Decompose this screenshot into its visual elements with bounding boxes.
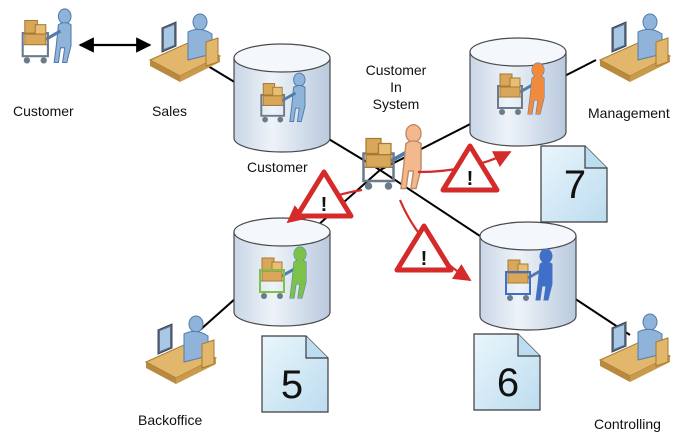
management-workstation-icon (599, 13, 671, 83)
sales-label: Sales (152, 103, 188, 119)
customer-in-system-line1: Customer (365, 62, 427, 78)
controlling-label: Controlling (594, 416, 661, 432)
controlling-document-icon: 6 (473, 333, 541, 411)
shopping-cart-person-icon (21, 7, 73, 66)
management-document-icon: 7 (540, 145, 608, 223)
customer-database (233, 43, 331, 153)
management-doc-number: 7 (564, 163, 586, 207)
management-label: Management (588, 105, 670, 121)
management-database (469, 37, 567, 147)
customer-in-system-icon (361, 122, 423, 192)
controlling-database (479, 221, 577, 331)
svg-text:!: ! (467, 168, 474, 190)
svg-text:!: ! (321, 194, 328, 216)
warning-triangle-icon: ! (397, 226, 451, 270)
customer-label: Customer (13, 103, 74, 119)
warning-triangle-icon: ! (443, 146, 497, 190)
customer-in-system-line2: In (390, 79, 402, 95)
customer-db-label: Customer (247, 159, 308, 175)
backoffice-database (233, 217, 331, 327)
svg-text:!: ! (421, 248, 428, 270)
backoffice-doc-number: 5 (281, 363, 303, 407)
warning-triangle-icon: ! (297, 172, 351, 216)
backoffice-document-icon: 5 (261, 335, 329, 413)
controlling-doc-number: 6 (497, 361, 519, 405)
sales-workstation-icon (149, 13, 221, 83)
backoffice-label: Backoffice (138, 412, 203, 428)
customer-in-system-label: Customer In System (352, 62, 440, 113)
customer-in-system-line3: System (372, 96, 420, 112)
controlling-workstation-icon (599, 313, 671, 383)
